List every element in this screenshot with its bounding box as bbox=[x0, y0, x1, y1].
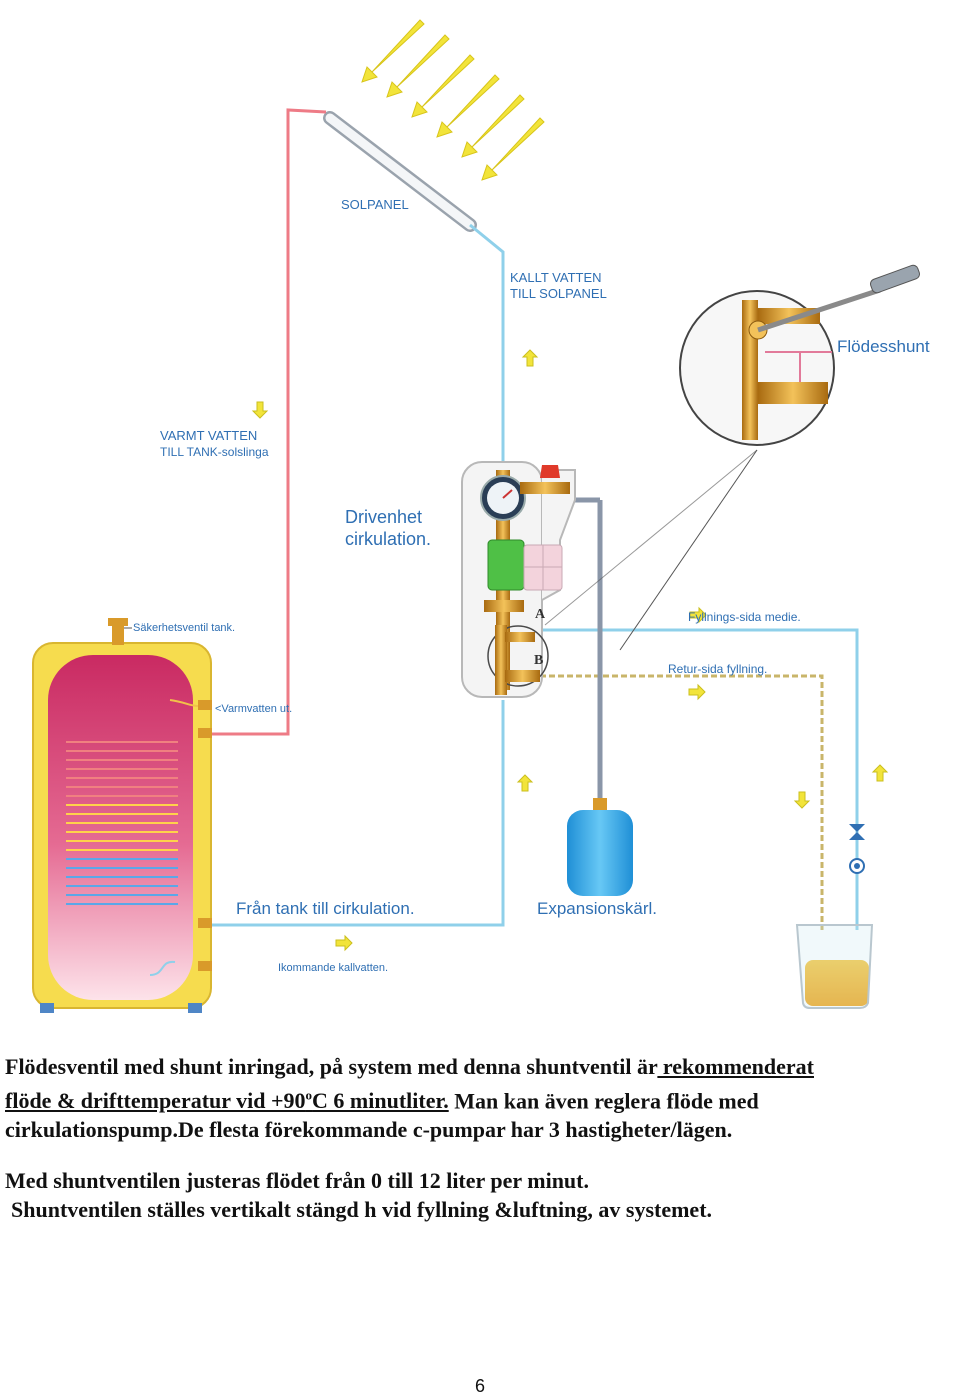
label-fyllnings-sida: Fyllnings-sida medie. bbox=[688, 610, 801, 624]
label-cirkulation: cirkulation. bbox=[345, 529, 431, 549]
return-fill-line bbox=[540, 674, 824, 930]
screwdriver-icon bbox=[757, 287, 881, 333]
label-varmvatten-ut: <Varmvatten ut. bbox=[215, 703, 292, 715]
label-till-tank: TILL TANK-solslinga bbox=[160, 445, 269, 459]
degree-superscript: o bbox=[305, 1088, 313, 1103]
flow-arrows bbox=[251, 349, 889, 952]
safety-valve-icon bbox=[540, 465, 560, 478]
circulation-pump-icon bbox=[487, 539, 525, 591]
label-solpanel: SOLPANEL bbox=[341, 197, 409, 212]
fill-valve-icon bbox=[849, 824, 865, 840]
pump-unit bbox=[461, 461, 576, 698]
para1-underlined-3: C 6 minutliter. bbox=[312, 1088, 449, 1114]
para1-underlined-2: flöde & drifttemperatur vid +90 bbox=[5, 1088, 306, 1114]
label-varmt-vatten: VARMT VATTEN bbox=[160, 428, 257, 443]
label-drivenhet: Drivenhet bbox=[345, 507, 422, 527]
description-paragraph-3: Shuntventilen ställes vertikalt stängd h… bbox=[11, 1197, 713, 1222]
fill-beaker bbox=[795, 924, 874, 1009]
label-retur-sida: Retur-sida fyllning. bbox=[668, 662, 767, 676]
para1-text-b: Man kan även reglera flöde med cirkulati… bbox=[5, 1088, 759, 1143]
hot-pipe bbox=[205, 108, 327, 736]
label-expansionskarl: Expansionskärl. bbox=[537, 899, 657, 918]
flodesshunt-zoom bbox=[679, 264, 920, 446]
sun-ray-arrows bbox=[361, 19, 545, 181]
para1-text-a: Flödesventil med shunt inringad, på syst… bbox=[5, 1054, 658, 1079]
heating-coil bbox=[66, 741, 178, 905]
label-ikommande-kallvatten: Ikommande kallvatten. bbox=[278, 962, 388, 974]
solar-panel bbox=[323, 111, 477, 232]
label-till-solpanel: TILL SOLPANEL bbox=[510, 286, 607, 301]
solar-heating-diagram: SOLPANEL KALLT VATTEN TILL SOLPANEL VARM… bbox=[32, 19, 930, 1013]
label-fran-tank: Från tank till cirkulation. bbox=[236, 899, 415, 918]
page-number: 6 bbox=[474, 1376, 485, 1396]
marker-b: B bbox=[534, 653, 543, 668]
description-paragraph-1: Flödesventil med shunt inringad, på syst… bbox=[5, 1052, 940, 1144]
description-paragraph-2: Med shuntventilen justeras flödet från 0… bbox=[5, 1168, 589, 1193]
hot-water-tank bbox=[32, 618, 212, 1013]
label-sakerhetsventil: Säkerhetsventil tank. bbox=[133, 622, 235, 634]
label-flodesshunt: Flödesshunt bbox=[837, 337, 930, 356]
marker-a: A bbox=[535, 607, 546, 622]
expansion-vessel bbox=[567, 798, 633, 896]
para1-underlined-1: rekommenderat bbox=[657, 1054, 814, 1079]
label-kallt-vatten: KALLT VATTEN bbox=[510, 270, 602, 285]
